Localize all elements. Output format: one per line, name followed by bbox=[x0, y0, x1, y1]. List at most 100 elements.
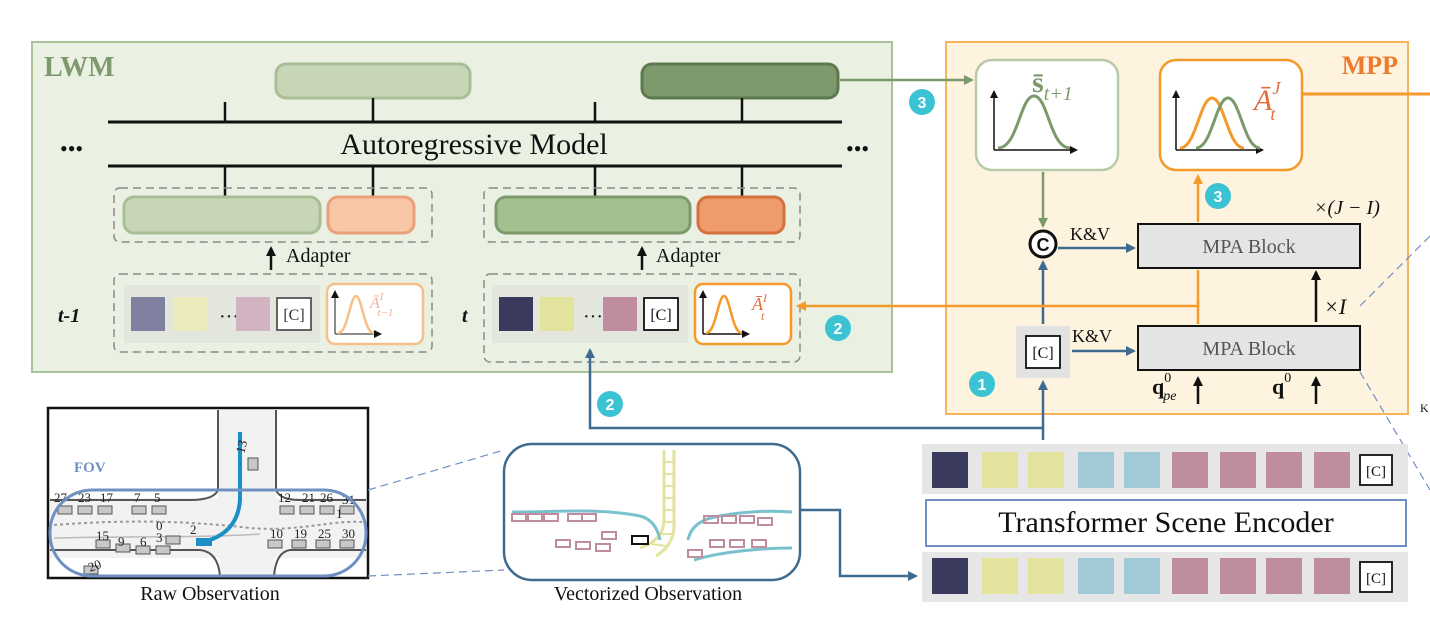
enc-out-cls bbox=[1359, 454, 1393, 486]
enc-in-cls bbox=[1359, 561, 1393, 593]
svg-text:2: 2 bbox=[190, 522, 197, 537]
mpa-block-bottom bbox=[1137, 325, 1361, 371]
cls-token-prev-label: [C] bbox=[283, 307, 304, 324]
output-token-curr bbox=[640, 62, 840, 100]
enc-out-token bbox=[982, 452, 1018, 488]
svg-text:19: 19 bbox=[294, 526, 307, 541]
kv-label-top: K&V bbox=[1070, 224, 1110, 244]
action-token-prev bbox=[326, 195, 416, 235]
adapter-label-prev: Adapter bbox=[286, 245, 351, 267]
ego-vehicle bbox=[196, 538, 212, 546]
svg-text:30: 30 bbox=[342, 526, 355, 541]
raw-observation: 13 27 23 17 7 5 12 21 26 31 1 15 9 6 3 0… bbox=[46, 406, 370, 605]
mpa-block-top-label: MPA Block bbox=[1202, 236, 1295, 258]
token-navy bbox=[499, 297, 533, 331]
svg-text:6: 6 bbox=[140, 534, 147, 549]
arrow-encoder-to-lwm bbox=[585, 348, 1045, 440]
step-badge-3b bbox=[1205, 183, 1231, 209]
vectorized-frame bbox=[502, 442, 802, 582]
token-navy-muted bbox=[131, 297, 165, 331]
mpp-cls-token bbox=[1025, 335, 1061, 369]
enc-in-token bbox=[1220, 558, 1256, 594]
token-yellow bbox=[540, 297, 574, 331]
autoregressive-model-label: Autoregressive Model bbox=[340, 128, 607, 161]
q0-label: q0 bbox=[1272, 371, 1291, 399]
svg-text:2: 2 bbox=[606, 397, 615, 414]
enc-in-token bbox=[1266, 558, 1302, 594]
raw-observation-caption: Raw Observation bbox=[140, 583, 279, 605]
token-pink bbox=[603, 297, 637, 331]
enc-in-token bbox=[1172, 558, 1208, 594]
time-label-curr: t bbox=[462, 305, 469, 327]
arrow-vector-to-encoder bbox=[800, 508, 918, 581]
adapter-label-curr: Adapter bbox=[656, 245, 721, 267]
svg-text:3: 3 bbox=[156, 530, 163, 545]
ellipsis-left: ••• bbox=[60, 136, 83, 161]
token-dots-prev: ··· bbox=[219, 306, 239, 328]
lwm-label: LWM bbox=[44, 52, 115, 83]
svg-text:5: 5 bbox=[154, 490, 161, 505]
output-token-prev bbox=[274, 62, 472, 100]
enc-out-token bbox=[1220, 452, 1256, 488]
svg-text:[C]: [C] bbox=[1366, 464, 1386, 480]
svg-text:0: 0 bbox=[156, 518, 163, 533]
mpp-cls-token-label: [C] bbox=[1032, 345, 1053, 362]
enc-in-token bbox=[1124, 558, 1160, 594]
svg-text:20: 20 bbox=[86, 556, 103, 575]
latent-token-prev bbox=[122, 195, 322, 235]
state-dist-curve bbox=[997, 94, 1071, 150]
svg-text:26: 26 bbox=[320, 490, 334, 505]
token-yellow-muted bbox=[173, 297, 207, 331]
dist-curve-curr bbox=[705, 294, 743, 335]
svg-text:1: 1 bbox=[978, 377, 987, 394]
ego-vehicle-vector bbox=[631, 535, 649, 545]
step-badge-3a bbox=[909, 89, 935, 115]
enc-out-token bbox=[932, 452, 968, 488]
vectorized-observation: Vectorized Observation bbox=[502, 442, 802, 605]
state-label: s̄t+1 bbox=[1032, 66, 1073, 105]
svg-text:3: 3 bbox=[918, 95, 927, 112]
cls-token-curr bbox=[643, 297, 679, 331]
svg-text:3: 3 bbox=[1214, 189, 1223, 206]
mpp-label: MPP bbox=[1342, 51, 1398, 80]
step-badge-1 bbox=[969, 371, 995, 397]
arrow-mpp-to-lwm-action bbox=[796, 300, 1200, 311]
token-dots-curr: ··· bbox=[583, 306, 603, 328]
enc-in-token bbox=[1078, 558, 1114, 594]
input-group-curr bbox=[483, 273, 801, 363]
svg-text:1: 1 bbox=[336, 506, 343, 521]
svg-text:17: 17 bbox=[100, 490, 114, 505]
connections bbox=[585, 75, 1430, 581]
enc-out-token bbox=[1028, 452, 1064, 488]
action-dist-curve-b bbox=[1195, 96, 1261, 150]
token-pink-muted bbox=[236, 297, 270, 331]
step-badges: 3 3 2 2 1 bbox=[597, 89, 1231, 417]
encoder-box bbox=[925, 499, 1407, 547]
enc-out-token bbox=[1124, 452, 1160, 488]
enc-out-token bbox=[1266, 452, 1302, 488]
action-token-curr bbox=[696, 195, 786, 235]
dist-curve-prev bbox=[337, 294, 375, 335]
fov-label: FOV bbox=[74, 460, 106, 476]
enc-in-token bbox=[1028, 558, 1064, 594]
enc-in-token bbox=[1314, 558, 1350, 594]
enc-out-token bbox=[1314, 452, 1350, 488]
concat-symbol: C bbox=[1037, 235, 1050, 255]
svg-text:2: 2 bbox=[834, 321, 843, 338]
time-label-prev: t-1 bbox=[58, 305, 80, 327]
scene-encoder: [C] Transformer Scene Encoder [C] bbox=[922, 444, 1408, 602]
mpa-block-top bbox=[1137, 223, 1361, 269]
svg-text:25: 25 bbox=[318, 526, 331, 541]
svg-text:7: 7 bbox=[134, 490, 141, 505]
enc-in-token bbox=[982, 558, 1018, 594]
svg-text:12: 12 bbox=[278, 490, 291, 505]
action-dist-curve-a bbox=[1179, 96, 1245, 150]
step-badge-2a bbox=[825, 315, 851, 341]
svg-text:[C]: [C] bbox=[1366, 571, 1386, 587]
svg-text:21: 21 bbox=[302, 490, 315, 505]
cls-token-curr-label: [C] bbox=[650, 307, 671, 324]
